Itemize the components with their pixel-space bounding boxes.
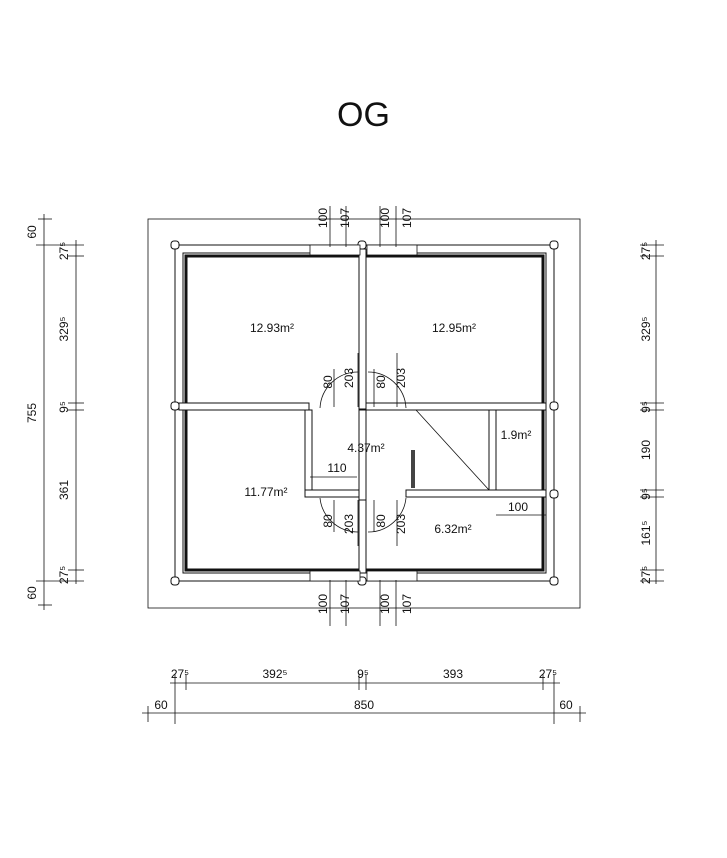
plan-title: OG	[337, 96, 390, 134]
bottom-seg-0: 27⁵	[171, 667, 189, 681]
left-seg-2: 9⁵	[57, 401, 71, 413]
partition-walls	[178, 248, 547, 574]
left-dimension-chain: 60 755 60 27⁵ 329⁵ 9⁵ 361 27⁵	[25, 214, 84, 610]
door-width-se: 80	[374, 514, 388, 528]
bottom-right-ext: 60	[559, 698, 573, 712]
window-h-tl: 107	[338, 208, 352, 228]
bottom-seg-2: 9⁵	[357, 667, 369, 681]
right-dimension-chain: 27⁵ 329⁵ 9⁵ 190 9⁵ 161⁵ 27⁵	[639, 240, 664, 584]
door-width-nw: 80	[321, 375, 335, 389]
door-width-ne: 80	[374, 375, 388, 389]
left-dim-bot-ext: 60	[25, 586, 39, 600]
left-dim-total: 755	[25, 403, 39, 423]
bottom-seg-3: 393	[443, 667, 463, 681]
window-labels: 100 107 100 107 100 107 100 107	[316, 206, 414, 626]
left-seg-1: 329⁵	[57, 316, 71, 341]
stair-diagonal	[415, 409, 490, 491]
right-seg-4: 9⁵	[639, 488, 653, 500]
window-w-bl: 100	[316, 594, 330, 614]
bottom-dimension-chain: 27⁵ 392⁵ 9⁵ 393 27⁵ 60 850 60	[142, 667, 586, 724]
room-area-nw: 12.93m²	[250, 321, 294, 335]
room-area-sw: 11.77m²	[244, 485, 287, 499]
door-height-ne: 203	[394, 368, 408, 388]
door-width-sw: 80	[321, 514, 335, 528]
door-height-nw: 203	[342, 368, 356, 388]
stair-rail	[411, 450, 415, 488]
left-seg-3: 361	[57, 480, 71, 500]
bottom-left-ext: 60	[154, 698, 168, 712]
room-area-small: 1.9m²	[501, 428, 532, 442]
window-w-tr: 100	[378, 208, 392, 228]
window-w-tl: 100	[316, 208, 330, 228]
room-area-ne: 12.95m²	[432, 321, 476, 335]
right-seg-5: 161⁵	[639, 520, 653, 545]
inner-wall-lines	[184, 254, 545, 572]
door-height-sw: 203	[342, 514, 356, 534]
right-seg-3: 190	[639, 440, 653, 460]
left-dim-top-ext: 60	[25, 225, 39, 239]
room-area-se: 6.32m²	[434, 522, 471, 536]
window-h-tr: 107	[400, 208, 414, 228]
left-seg-4: 27⁵	[57, 566, 71, 584]
right-seg-6: 27⁵	[639, 566, 653, 584]
right-seg-2: 9⁵	[639, 401, 653, 413]
window-w-br: 100	[378, 594, 392, 614]
right-seg-0: 27⁵	[639, 242, 653, 260]
hall-width-label: 110	[327, 461, 346, 475]
door-labels: 80 203 80 203 80 203 80 203	[321, 353, 408, 546]
window-h-br: 107	[400, 594, 414, 614]
window-h-bl: 107	[338, 594, 352, 614]
room-area-hall: 4.37m²	[347, 441, 384, 455]
bottom-seg-4: 27⁵	[539, 667, 557, 681]
small-width-label: 100	[508, 500, 528, 514]
site-boundary	[147, 218, 581, 609]
bottom-total: 850	[354, 698, 374, 712]
left-seg-0: 27⁵	[57, 242, 71, 260]
right-seg-1: 329⁵	[639, 316, 653, 341]
bottom-seg-1: 392⁵	[263, 667, 288, 681]
door-height-se: 203	[394, 514, 408, 534]
windows	[309, 244, 418, 582]
